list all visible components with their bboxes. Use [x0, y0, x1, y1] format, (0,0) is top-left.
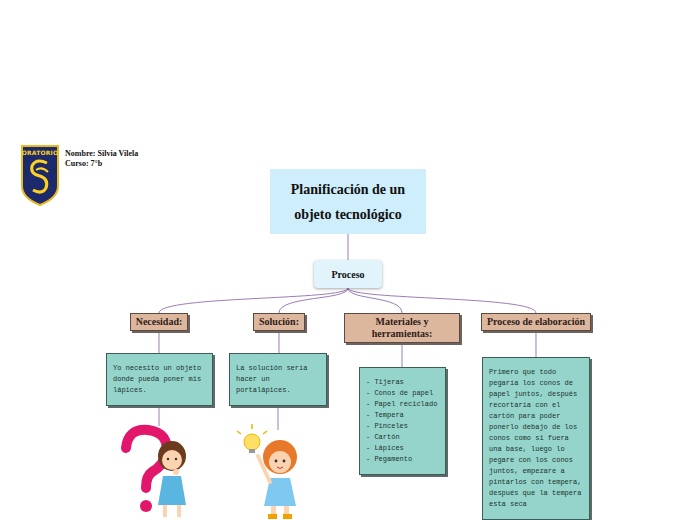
node-text: - Pinceles	[366, 421, 439, 432]
node-text: Materiales y herramientas:	[350, 316, 454, 340]
heading-box: Proceso de elaboración	[481, 313, 591, 331]
logo-text: ORATORIO	[22, 149, 59, 156]
node-text: Proceso	[331, 269, 364, 280]
node-text: - Cartón	[366, 432, 439, 443]
connector	[402, 343, 403, 367]
leader-line	[278, 405, 279, 430]
node-text: - Tijeras	[366, 377, 439, 388]
node-text: - Conos de papel	[366, 388, 439, 399]
girl-idea	[237, 424, 297, 519]
node-text: Yo necesito un objeto donde pueda poner …	[113, 363, 206, 396]
title-box: Planificación de un objeto tecnológico	[270, 169, 426, 234]
girl-thinking	[158, 441, 186, 517]
content-box: Primero que todo pegaría los conos de pa…	[482, 357, 590, 520]
connector	[279, 288, 348, 313]
node-text: La solución sería hacer un portalápices.	[236, 363, 320, 396]
text-wrap: Planificación de un objeto tecnológico	[280, 177, 416, 227]
node-text: - Tempera	[366, 410, 439, 421]
node-text: Planificación de un objeto tecnológico	[280, 177, 416, 227]
node-text: - Pegamento	[366, 454, 439, 465]
connector	[535, 331, 536, 357]
list-box: - Tijeras- Conos de papel- Papel recicla…	[359, 367, 446, 475]
connector	[278, 331, 279, 353]
student-info: Nombre: Silvia Vilela	[65, 149, 138, 158]
heading-box: Necesidad:	[130, 313, 189, 331]
connector	[159, 288, 348, 313]
node-text: Proceso de elaboración	[487, 316, 585, 328]
content-box: Yo necesito un objeto donde pueda poner …	[106, 353, 213, 406]
node-text: Primero que todo pegaría los conos de pa…	[489, 367, 583, 510]
node-text: Necesidad:	[136, 316, 183, 328]
connector	[348, 288, 536, 313]
text-wrap: Proceso	[331, 269, 364, 280]
heading-box: Solución:	[253, 313, 305, 331]
node-text: - Papel reciclado	[366, 399, 439, 410]
heading-box: Materiales y herramientas:	[344, 313, 460, 343]
node-text: Solución:	[259, 316, 299, 328]
student-info: Curso: 7°b	[65, 159, 102, 168]
process-box: Proceso	[314, 260, 382, 288]
content-box: La solución sería hacer un portalápices.	[229, 353, 327, 406]
connector	[348, 234, 349, 260]
node-text: - Lápices	[366, 443, 439, 454]
connector	[158, 331, 159, 353]
school-logo	[22, 146, 58, 205]
